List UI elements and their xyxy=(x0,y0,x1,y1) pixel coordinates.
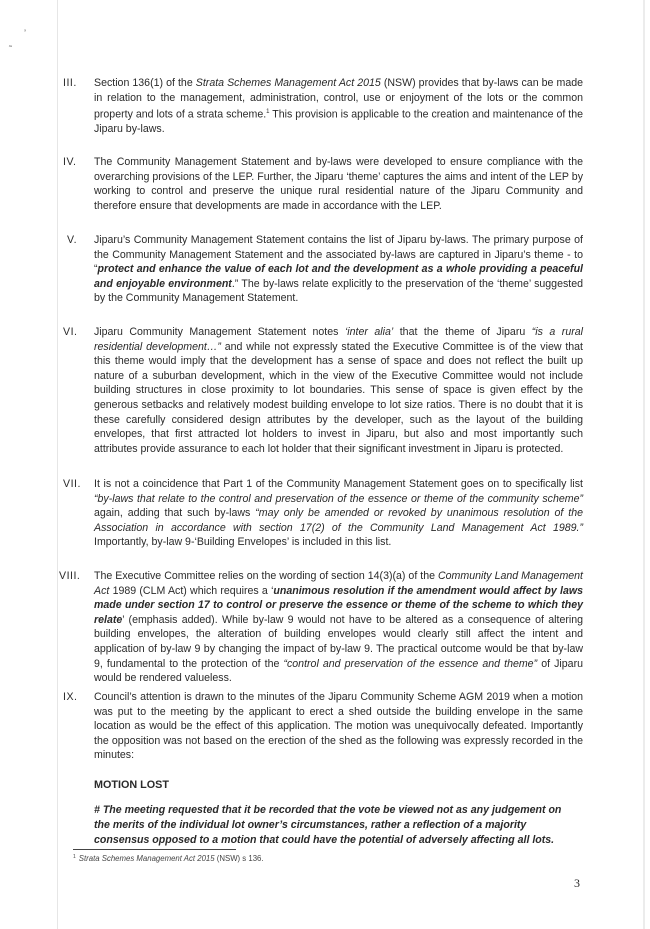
footnote-reference: 1 xyxy=(266,109,270,116)
footnote-divider xyxy=(73,849,236,850)
paragraph-ix: IX. Council’s attention is drawn to the … xyxy=(63,690,583,761)
text-run: 1989 (CLM Act) which requires a ‘ xyxy=(109,584,274,597)
text-run: (NSW) provides that by-laws can be made … xyxy=(94,77,583,121)
text-run: Jiparu’s Community Management Statement … xyxy=(94,234,583,276)
paragraph-vi: VI. Jiparu Community Management Statemen… xyxy=(63,325,583,455)
text-run: of Jiparu would be rendered valueless. xyxy=(94,657,583,685)
paragraph-number: VIII. xyxy=(59,570,81,582)
text-run: .” The by-laws relate explicitly to the … xyxy=(94,277,583,305)
motion-lost-heading: MOTION LOST xyxy=(94,779,169,791)
italic-citation: “control and preservation of the essence… xyxy=(283,657,538,670)
text-run: and while not expressly stated the Execu… xyxy=(94,340,583,455)
text-run: ’ (emphasis added). While by-law 9 would… xyxy=(94,613,583,670)
paragraph-body: Jiparu Community Management Statement no… xyxy=(94,325,583,456)
paragraph-number: V. xyxy=(67,234,78,246)
text-run: Council’s attention is drawn to the minu… xyxy=(94,691,583,762)
text-run: The Executive Committee relies on the wo… xyxy=(94,570,439,582)
italic-citation: “may only be amended or revoked by unani… xyxy=(94,507,583,534)
text-run: Section 136(1) of the xyxy=(94,77,196,89)
scan-artifact-mark: ˷ xyxy=(9,37,12,47)
paragraph-iii: III. Section 136(1) of the Strata Scheme… xyxy=(63,76,583,136)
text-run: again, adding that such by-laws xyxy=(94,507,256,520)
paragraph-body: Section 136(1) of the Strata Schemes Man… xyxy=(94,76,583,137)
paragraph-body: The Executive Committee relies on the wo… xyxy=(94,569,583,686)
italic-citation: “is a rural residential development…” xyxy=(94,326,583,353)
italic-citation: Strata Schemes Management Act 2015 xyxy=(195,77,381,89)
motion-minutes-quote: # The meeting requested that it be recor… xyxy=(94,804,562,846)
paragraph-number: IX. xyxy=(63,691,78,703)
page-edge-left xyxy=(57,0,58,929)
paragraph-v: V. Jiparu’s Community Management Stateme… xyxy=(63,233,583,308)
paragraph-body: The Community Management Statement and b… xyxy=(94,155,583,213)
italic-citation: Community Land Management Act xyxy=(94,570,583,597)
paragraph-viii: VIII. The Executive Committee relies on … xyxy=(59,569,583,684)
italic-citation: “by-laws that relate to the control and … xyxy=(94,492,583,505)
text-run: Jiparu Community Management Statement no… xyxy=(94,326,345,338)
footnote-marker: 1 xyxy=(73,854,76,860)
text-run: Importantly, by-law 9-‘Building Envelope… xyxy=(94,536,392,549)
text-run: This provision is applicable to the crea… xyxy=(94,108,583,136)
paragraph-number: VII. xyxy=(63,478,81,490)
text-run: It is not a coincidence that Part 1 of t… xyxy=(94,478,583,490)
page-edge-right xyxy=(643,0,645,929)
page-number: 3 xyxy=(574,876,580,890)
text-run: The Community Management Statement and b… xyxy=(94,156,583,212)
paragraph-iv: IV. The Community Management Statement a… xyxy=(63,155,583,215)
paragraph-body: Jiparu’s Community Management Statement … xyxy=(94,233,583,306)
emphasized-quote: protect and enhance the value of each lo… xyxy=(94,263,583,290)
italic-citation: ‘inter alia’ xyxy=(344,326,394,338)
emphasized-quote: unanimous resolution if the amendment wo… xyxy=(94,584,583,626)
footnote-act-title: Strata Schemes Management Act 2015 xyxy=(78,854,215,863)
paragraph-body: Council’s attention is drawn to the minu… xyxy=(94,690,583,763)
paragraph-number: IV. xyxy=(63,156,77,168)
paragraph-body: It is not a coincidence that Part 1 of t… xyxy=(94,477,583,550)
paragraph-number: III. xyxy=(63,77,77,89)
paragraph-number: VI. xyxy=(63,326,78,338)
paragraph-vii: VII. It is not a coincidence that Part 1… xyxy=(63,477,583,552)
text-run: that the theme of Jiparu xyxy=(393,326,532,338)
scan-artifact-mark: ’ xyxy=(24,28,26,38)
footnote-citation: (NSW) s 136. xyxy=(214,854,264,863)
